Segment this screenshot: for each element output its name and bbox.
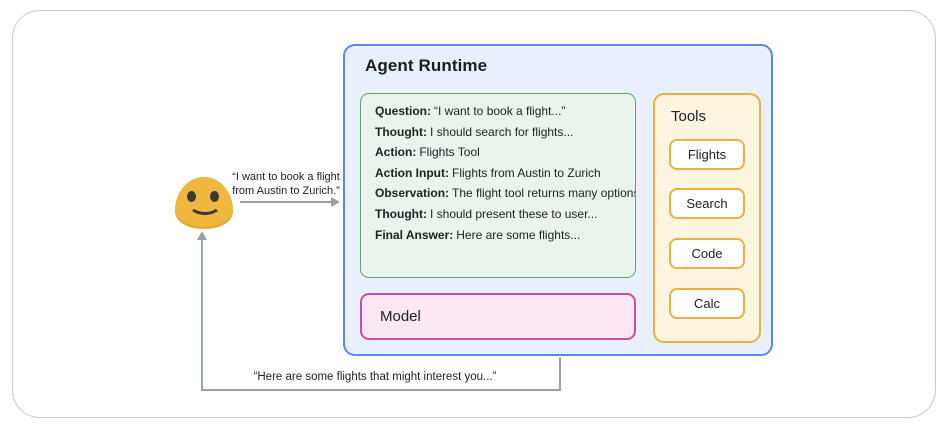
trace-row-thought-2: Thought:I should present these to user..… (375, 204, 629, 225)
emoji-mouth (188, 192, 222, 215)
trace-label: Action: (375, 145, 417, 160)
trace-text: “I want to book a flight...” (434, 104, 566, 118)
response-arrow-segment-up (201, 239, 203, 391)
user-smiley-emoji (175, 177, 233, 229)
trace-text: The flight tool returns many options (452, 186, 636, 201)
response-label: “Here are some flights that might intere… (253, 371, 497, 383)
trace-row-observation: Observation:The flight tool returns many… (375, 183, 635, 204)
trace-label: Thought: (375, 124, 427, 139)
trace-row-action: Action:Flights Tool (375, 142, 629, 163)
model-label: Model (380, 308, 421, 325)
response-arrow-segment-horizontal (202, 389, 561, 391)
tool-chip-code: Code (669, 238, 745, 269)
trace-row-action-input: Action Input:Flights from Austin to Zuri… (375, 163, 629, 184)
trace-text: Flights Tool (419, 145, 480, 160)
trace-text: Here are some flights... (456, 227, 581, 242)
agent-runtime-title: Agent Runtime (365, 56, 488, 75)
tool-chip-flights: Flights (669, 139, 745, 170)
model-box: Model (360, 293, 636, 340)
trace-text: I should present these to user... (429, 206, 598, 221)
react-trace-box: Question:“I want to book a flight...” Th… (360, 93, 636, 278)
response-arrowhead-icon (196, 231, 207, 240)
trace-text: Flights from Austin to Zurich (451, 165, 601, 180)
trace-label: Thought: (375, 206, 427, 221)
response-arrow-segment-down (559, 357, 561, 390)
agent-runtime-box: Agent Runtime Question:“I want to book a… (343, 44, 773, 356)
trace-row-question: Question:“I want to book a flight...” (375, 101, 629, 122)
trace-text: I should search for flights... (429, 124, 574, 139)
trace-label: Question: (375, 104, 431, 118)
request-label: “I want to book a flight from Austin to … (224, 171, 348, 198)
request-label-line2: from Austin to Zurich.” (232, 184, 340, 197)
request-arrowhead-icon (331, 197, 340, 207)
tool-chip-search: Search (669, 188, 745, 219)
trace-row-thought-1: Thought:I should search for flights... (375, 122, 629, 143)
tools-title: Tools (671, 108, 707, 125)
tool-chip-calc: Calc (669, 288, 745, 319)
request-label-line1: “I want to book a flight (232, 171, 340, 183)
trace-label: Action Input: (375, 165, 449, 180)
tools-box: Tools Flights Search Code Calc (653, 93, 761, 343)
trace-label: Observation: (375, 186, 450, 201)
request-arrow-line (240, 201, 332, 203)
trace-label: Final Answer: (375, 227, 454, 242)
trace-row-final-answer: Final Answer:Here are some flights... (375, 225, 629, 246)
